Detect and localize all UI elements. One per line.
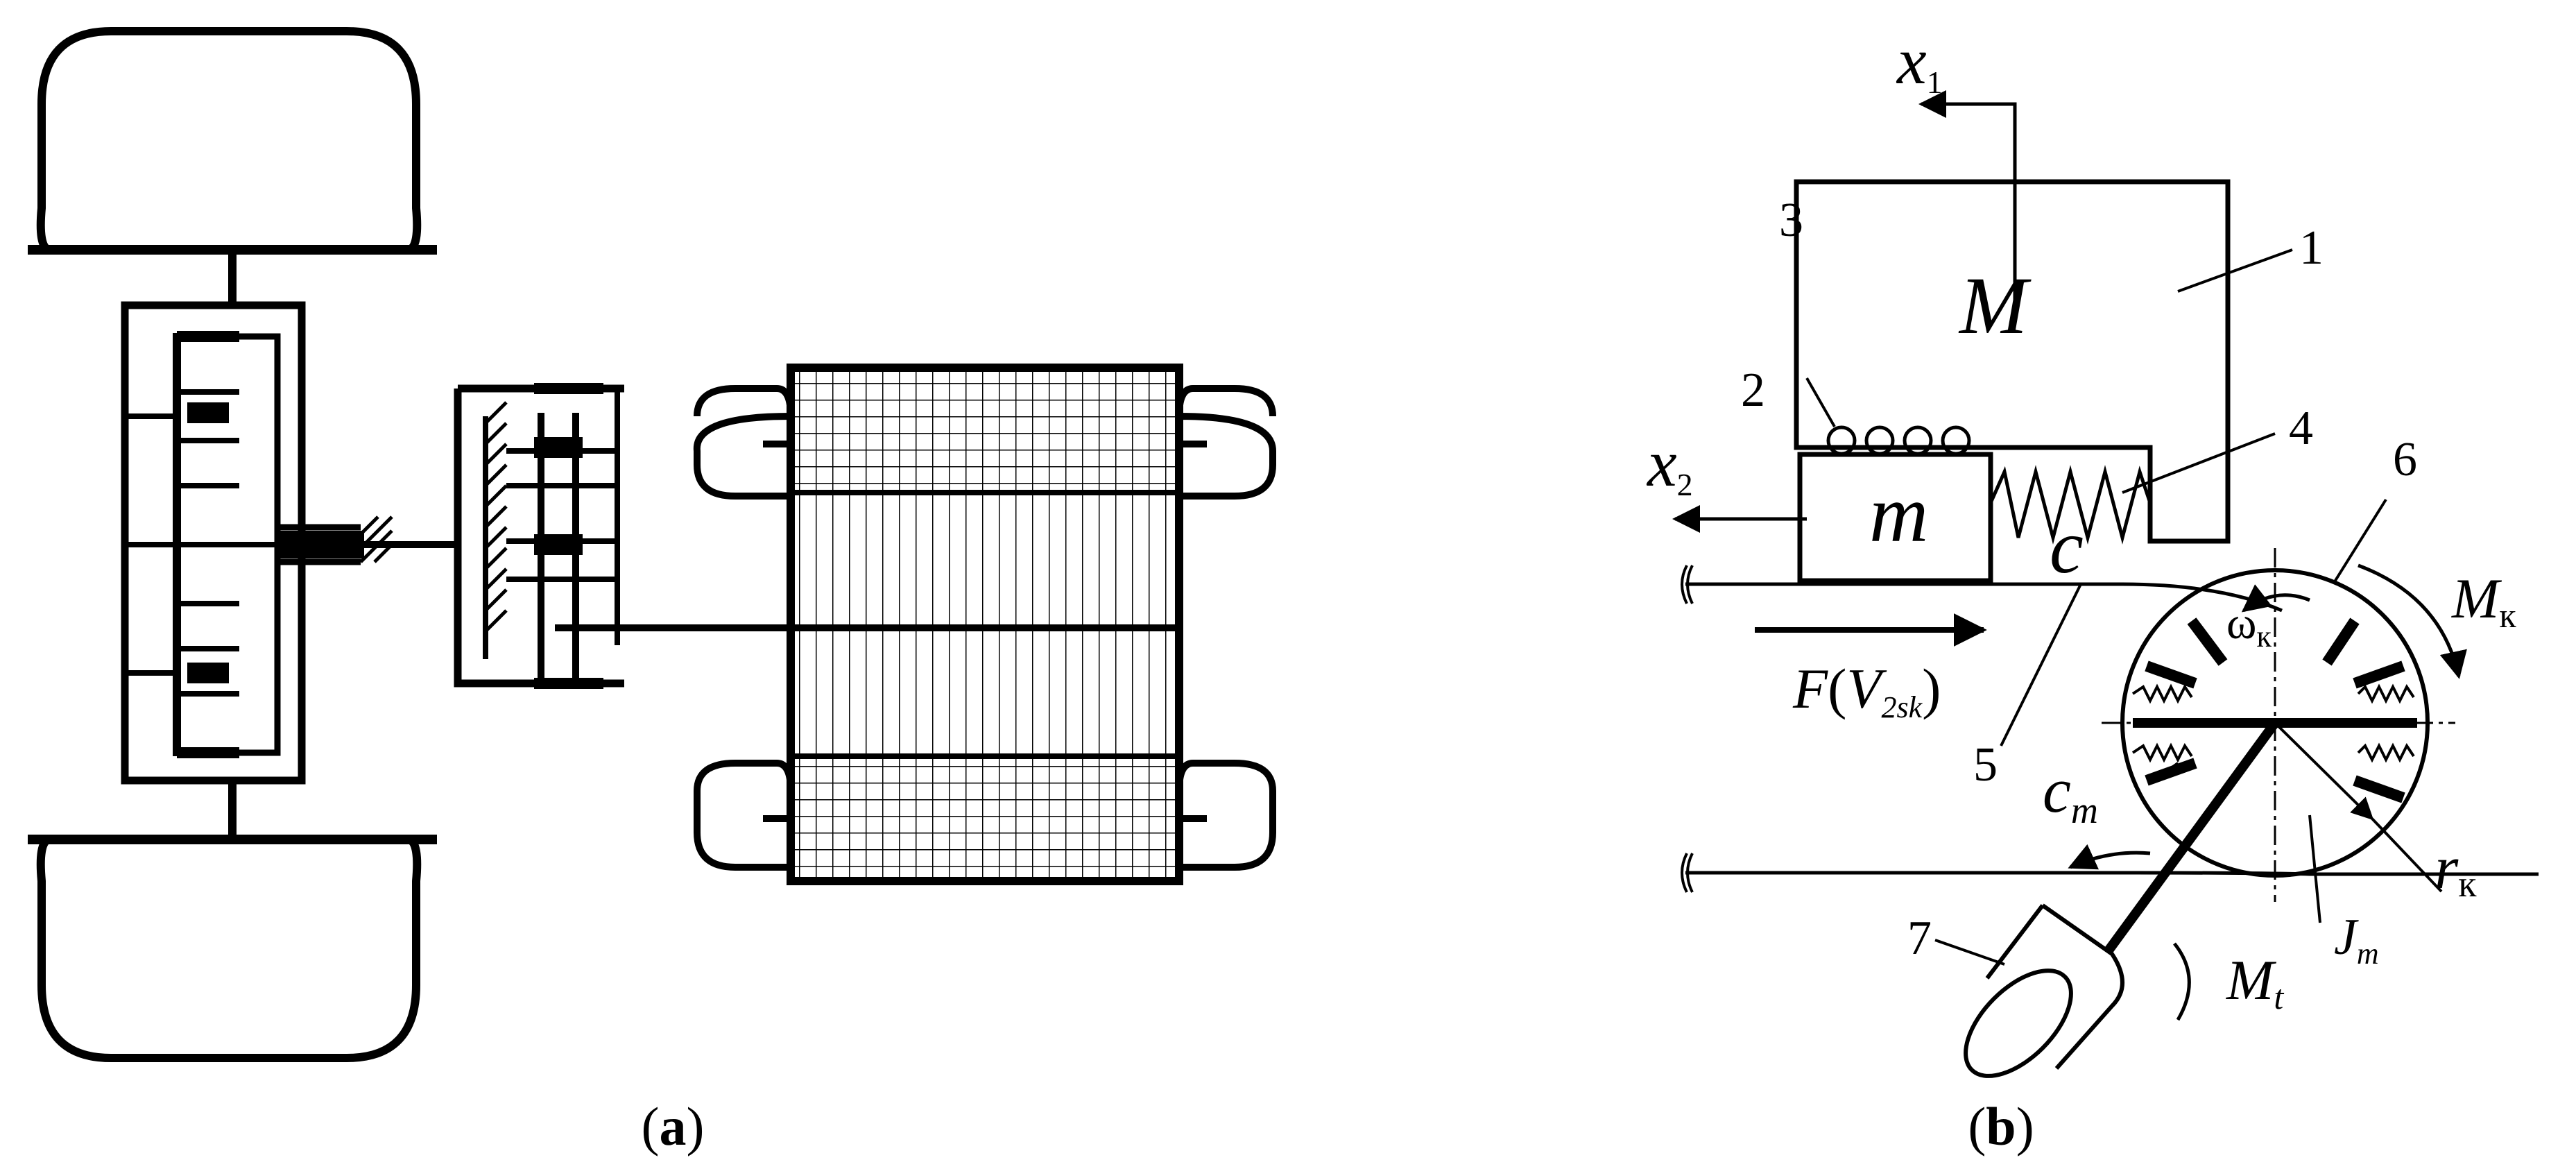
part-2-label: 2	[1741, 364, 1765, 417]
mass-m-label: m	[1869, 468, 1928, 559]
part-7-label: 7	[1907, 912, 1932, 965]
main-gearbox	[121, 301, 458, 785]
body-mass-block	[1794, 179, 2231, 544]
mass-M-label: M	[1958, 260, 2032, 351]
spring-c-label: c	[2050, 504, 2084, 589]
x1-label: x1	[1896, 24, 1943, 100]
drive-wheel	[2102, 548, 2467, 954]
part-4-label: 4	[2289, 402, 2313, 455]
part-5-label: 5	[1973, 738, 1998, 792]
front-left-wheel	[36, 27, 422, 254]
mt-label: Mt	[2226, 948, 2284, 1016]
x2-label: x2	[1646, 426, 1693, 502]
cm-label: cm	[2043, 755, 2098, 831]
part-3-label: 3	[1779, 194, 1803, 247]
part-6-label: 6	[2393, 433, 2417, 486]
jm-label: Jm	[2334, 909, 2379, 971]
track-module	[693, 364, 1276, 885]
panel-a-diagram	[28, 27, 1276, 1062]
panel-b-diagram	[1672, 90, 2539, 1078]
rk-label: rк	[2435, 835, 2477, 905]
part-1-label: 1	[2299, 221, 2324, 275]
moment-Mk-label: Mк	[2451, 567, 2516, 635]
upper-surface	[1685, 582, 2283, 613]
motor-cylinder	[1934, 844, 2191, 1078]
lower-surface	[1685, 871, 2539, 876]
front-right-wheel	[36, 835, 422, 1062]
panel-a-label: (a)	[642, 1096, 705, 1157]
force-label: F(V2sk)	[1792, 657, 1941, 724]
spring-c	[1989, 465, 2152, 545]
omega-label: ωк	[2226, 598, 2272, 654]
panel-b-label: (b)	[1968, 1096, 2034, 1157]
